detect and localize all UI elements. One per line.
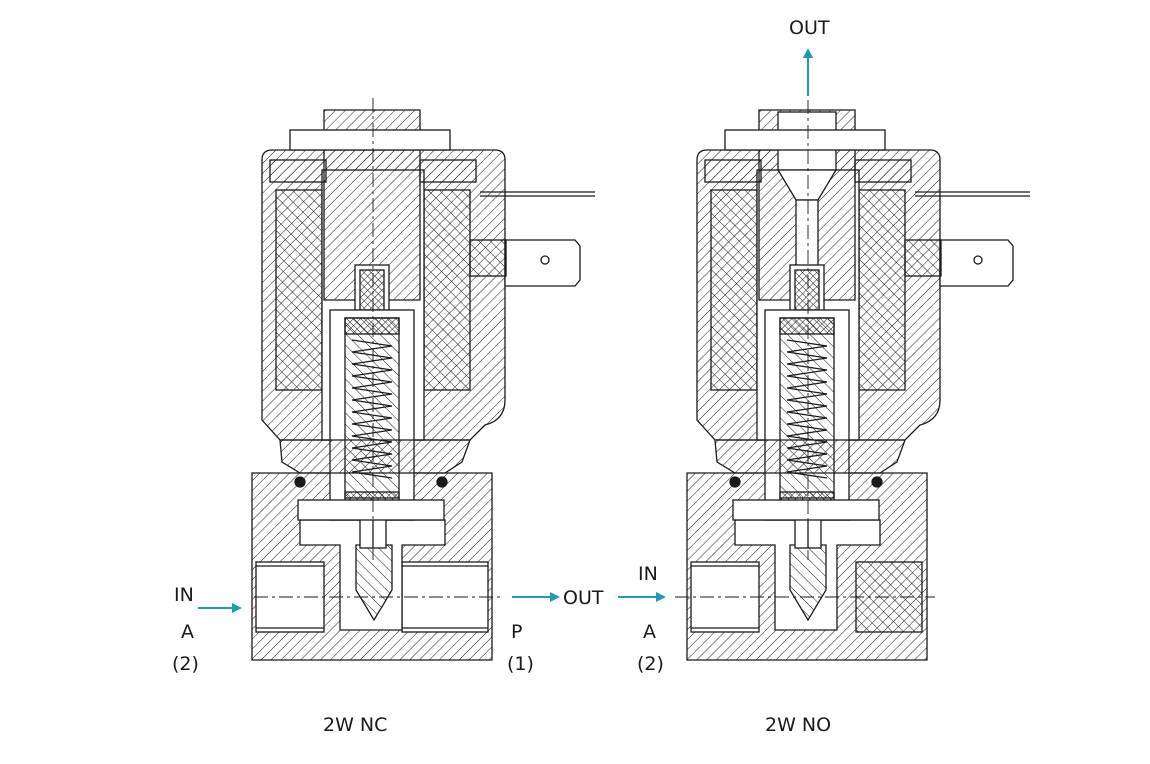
nc-coil-left — [275, 189, 323, 391]
nc-caption: 2W NC — [323, 714, 387, 736]
no-coil-left — [710, 189, 758, 391]
nc-in-port-number: (2) — [172, 653, 199, 675]
nc-top-nut — [289, 129, 451, 151]
nc-out-port-number: (1) — [507, 653, 534, 675]
no-in-port-letter: A — [643, 621, 656, 643]
nc-in-label: IN — [174, 584, 194, 606]
nc-fixed-core — [323, 109, 421, 301]
no-caption: 2W NO — [765, 714, 831, 736]
no-out-label: OUT — [789, 17, 830, 39]
no-in-port-number: (2) — [637, 653, 664, 675]
no-top-nut — [724, 129, 886, 151]
no-in-label: IN — [638, 563, 658, 585]
valve-no-cross-section — [675, 100, 1030, 661]
no-coil-right — [858, 189, 906, 391]
nc-coil-right — [423, 189, 471, 391]
nc-out-port-letter: P — [511, 621, 522, 643]
valve-nc-cross-section — [251, 98, 595, 661]
nc-in-port-letter: A — [181, 621, 194, 643]
flow-arrows — [198, 48, 813, 613]
nc-out-label: OUT — [563, 587, 604, 609]
